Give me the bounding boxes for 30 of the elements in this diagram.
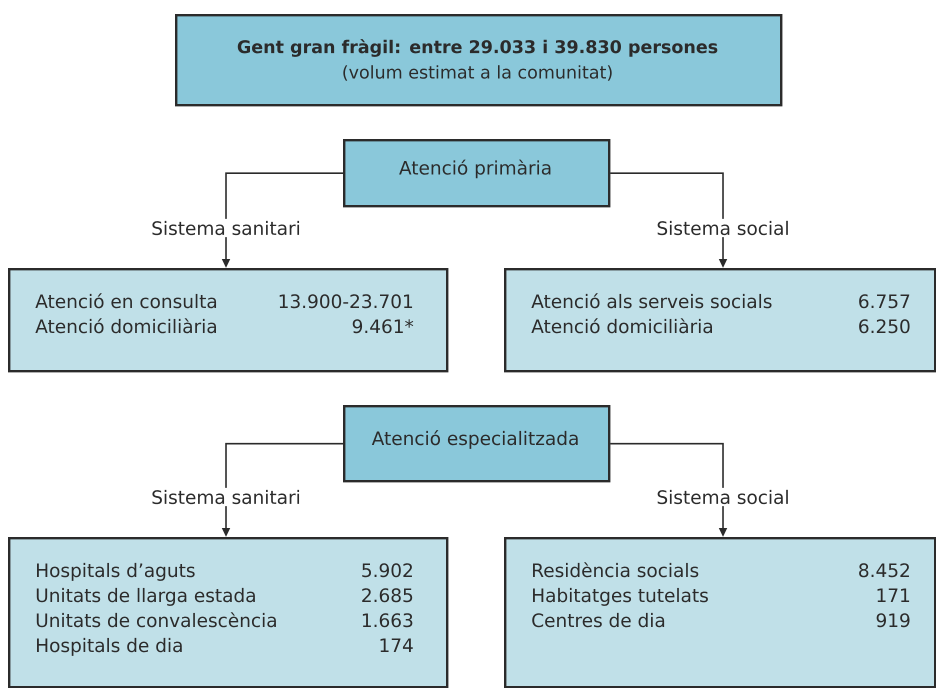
value-label: 919 <box>876 613 910 628</box>
row-label: Atenció en consulta <box>35 293 216 308</box>
row-label: Hospitals d’aguts <box>37 562 195 581</box>
row-label: Habitatges tutelats <box>533 588 708 606</box>
value-label: 174 <box>380 638 413 652</box>
row-label: Atenció domiciliària <box>531 318 712 334</box>
heading: Gent gran fràgil: entre 29.033 i 39.830 persones <box>238 39 718 57</box>
value-label: 13.900-23.701 <box>280 294 412 308</box>
edge-label: Sistema sanitari <box>149 218 303 238</box>
row-label: Atenció domiciliària <box>35 318 216 334</box>
value-label: 8.452 <box>859 563 909 578</box>
value-label: 2.685 <box>362 588 412 602</box>
category-box: Atenció primària <box>343 139 610 208</box>
row-label: Unitats de convalescència <box>36 612 276 628</box>
value-label: 9.461* <box>352 319 414 334</box>
row-label: Hospitals de dia <box>37 638 182 656</box>
edge-label: Sistema sanitari <box>149 488 303 506</box>
row-label: Unitats de llarga estada <box>36 588 255 606</box>
row-label: Residència socials <box>533 562 698 578</box>
value-label: 5.902 <box>362 563 412 578</box>
edge-label: Sistema social <box>654 488 792 506</box>
value-label: 1.663 <box>362 613 412 628</box>
row-label: Centres de dia <box>532 612 664 628</box>
subtitle: (volum estimat a la comunitat) <box>343 65 612 81</box>
value-label: 6.757 <box>859 294 910 308</box>
edge-label: Sistema social <box>654 218 792 238</box>
value-label: 171 <box>878 588 910 602</box>
row-label: Atenció als serveis socials <box>531 293 772 308</box>
category-box: Atenció especialitzada <box>343 405 610 482</box>
value-label: 6.250 <box>859 319 910 334</box>
